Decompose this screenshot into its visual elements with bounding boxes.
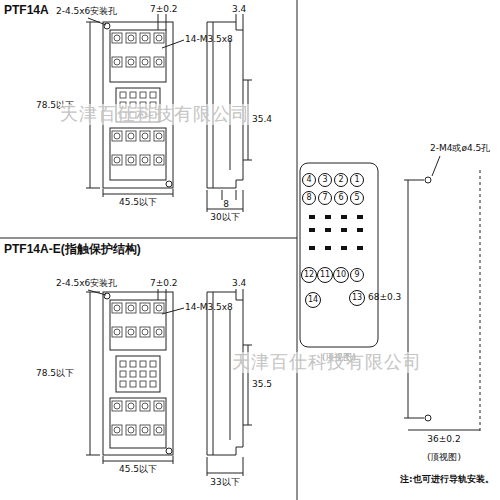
pin-circle: 11 — [317, 267, 333, 283]
dimension: 2-4.5x6安装孔 — [56, 6, 117, 16]
pin-number: 6 — [338, 194, 343, 202]
pin-circle: 4 — [302, 173, 316, 187]
watermark: 天津百仕科技有限公司 — [60, 104, 250, 125]
dimension: 36±0.2 — [427, 434, 460, 444]
dimension: 2-4.5x6安装孔 — [56, 278, 117, 288]
dimension: 35.5 — [252, 379, 272, 389]
pin-number: 5 — [354, 194, 359, 202]
pin-number: 10 — [336, 271, 346, 279]
pin-number: 3 — [322, 176, 327, 184]
pin-circle: 7 — [318, 191, 332, 205]
pin-circle: 6 — [334, 191, 348, 205]
note: 注:也可进行导轨安装。 — [400, 474, 494, 484]
dimension: 7±0.2 — [150, 4, 178, 14]
pin-number: 13 — [352, 294, 362, 302]
pin-circle: 1 — [350, 173, 364, 187]
pin-circle: 12 — [301, 267, 317, 283]
dimension: 35.4 — [252, 114, 272, 124]
watermark: 天津百仕科技有限公司 — [232, 352, 422, 373]
dimension: 3.4 — [232, 4, 246, 14]
model-title: PTF14A — [4, 4, 49, 18]
dimension: 14-M3.5x8 — [185, 302, 233, 312]
pin-circle: 5 — [350, 191, 364, 205]
pin-number: 7 — [322, 194, 327, 202]
dimension: 68±0.3 — [368, 292, 401, 302]
pin-circle: 9 — [350, 268, 364, 282]
dimension: 14-M3.5x8 — [185, 34, 233, 44]
pin-circle: 2 — [334, 173, 348, 187]
pin-number: 14 — [308, 296, 318, 304]
pin-number: 12 — [304, 271, 314, 279]
dimension: 8 — [223, 199, 229, 209]
pin-circle: 3 — [318, 173, 332, 187]
pin-circle: 13 — [349, 290, 365, 306]
pin-circle: 8 — [302, 191, 316, 205]
pin-circle: 10 — [333, 267, 349, 283]
pin-number: 4 — [306, 176, 311, 184]
dimension: 7±0.2 — [150, 278, 178, 288]
pin-number: 2 — [338, 176, 343, 184]
dimension: 2-M4或ø4.5孔 — [430, 143, 490, 153]
pin-circle: 14 — [305, 292, 321, 308]
model-title: PTF14A-E(指触保护结构) — [4, 243, 141, 257]
dimension: 78.5以下 — [36, 368, 74, 378]
pin-number: 9 — [354, 271, 359, 279]
dimension: 3.4 — [232, 278, 246, 288]
pin-number: 11 — [320, 271, 330, 279]
view-caption: (顶视图) — [427, 452, 461, 462]
pin-number: 1 — [354, 176, 359, 184]
dimension: 45.5以下 — [119, 197, 157, 207]
pin-number: 8 — [306, 194, 311, 202]
dimension: 30以下 — [210, 212, 239, 222]
dimension: 45.5以下 — [119, 464, 157, 474]
dimension: 33以下 — [210, 477, 239, 487]
